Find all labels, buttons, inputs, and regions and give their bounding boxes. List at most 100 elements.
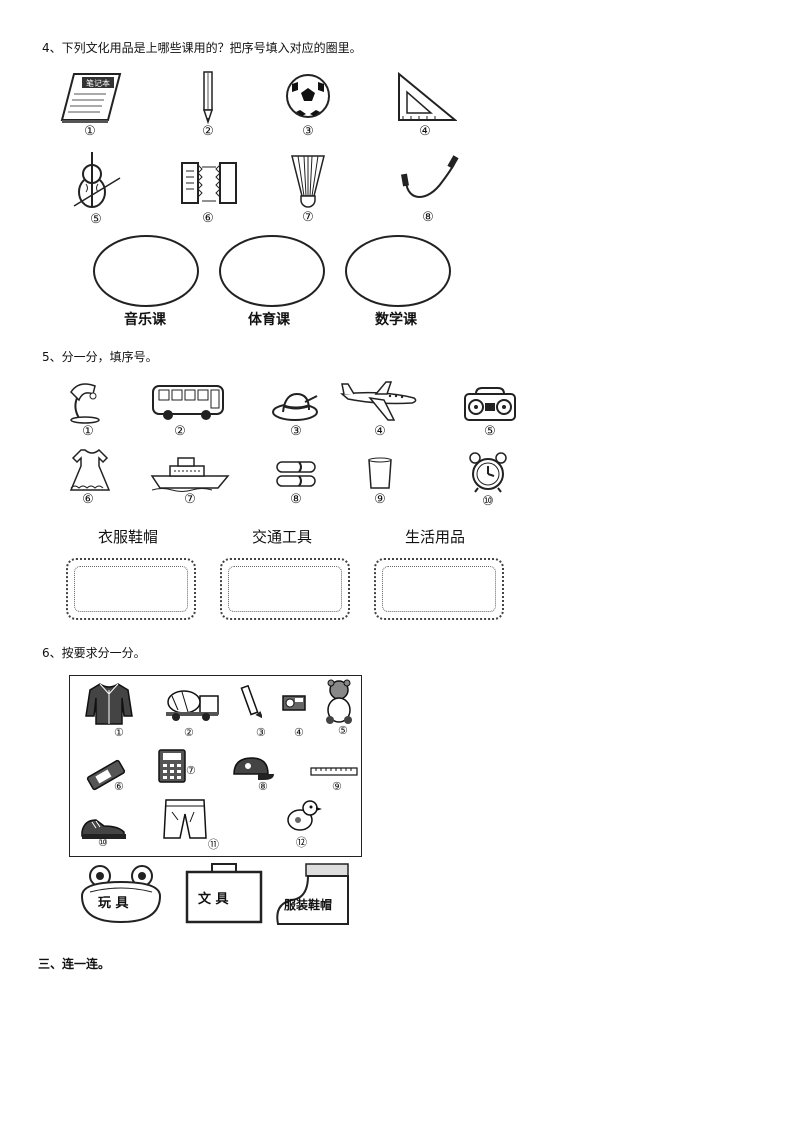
daily-items-answer-box[interactable] — [374, 558, 504, 620]
q4-item-2: ② — [178, 70, 238, 139]
stationery-label: 文 具 — [198, 892, 229, 907]
q4-item-2-number: ② — [202, 124, 214, 139]
transport-answer-box[interactable] — [220, 558, 350, 620]
q6-item-1-number: ① — [114, 726, 124, 739]
q5-item-7-number: ⑦ — [184, 492, 196, 507]
stationery-container[interactable]: 文 具 — [184, 860, 264, 926]
sharpener-icon — [282, 695, 306, 711]
svg-text:笔记本: 笔记本 — [86, 78, 110, 88]
q5-item-1: ① — [58, 378, 118, 439]
q6-item-10-number: ⑩ — [98, 836, 108, 849]
ship-icon — [150, 457, 230, 492]
q6-item-9-number: ⑨ — [332, 780, 342, 793]
q4-item-4-number: ④ — [419, 124, 431, 139]
q5-item-10-number: ⑩ — [482, 494, 494, 509]
q5-item-8-number: ⑧ — [290, 492, 302, 507]
q6-items-box: ① ② ③ ④ ⑤ ⑥ ⑦ ⑧ — [69, 675, 362, 857]
alarm-clock-icon — [469, 452, 507, 493]
q5-item-6: ⑥ — [58, 448, 118, 507]
q5-prompt: 5、分一分，填序号。 — [42, 350, 158, 364]
q4-item-3: ③ — [278, 70, 338, 139]
q4-item-1-number: ① — [84, 124, 96, 139]
q5-item-3: ③ — [266, 384, 326, 439]
cap-icon — [233, 757, 274, 780]
pe-class-label: 体育课 — [248, 312, 290, 328]
q6-item-4-number: ④ — [294, 726, 304, 739]
clothing-category-label: 衣服鞋帽 — [98, 528, 159, 546]
desk-lamp-icon — [70, 383, 100, 424]
q6-item-2-number: ② — [184, 726, 194, 739]
q6-prompt: 6、按要求分一分。 — [42, 646, 146, 660]
daily-items-category-label: 生活用品 — [405, 528, 466, 546]
sneakers-icon — [81, 819, 126, 839]
q4-item-4: ④ — [395, 70, 457, 139]
airplane-icon — [340, 381, 417, 421]
q6-item-6-number: ⑥ — [114, 780, 124, 793]
q4-item-8: ⑧ — [398, 152, 459, 225]
calculator-icon — [158, 749, 186, 783]
shuttlecock-icon — [291, 155, 325, 208]
clothing-answer-box[interactable] — [66, 558, 196, 620]
q4-item-8-number: ⑧ — [422, 210, 434, 225]
set-square-icon — [398, 71, 457, 121]
music-circle[interactable] — [93, 235, 199, 307]
shorts-icon — [163, 799, 207, 839]
q5-item-5: ⑤ — [460, 386, 520, 439]
q6-item-5-number: ⑤ — [338, 724, 348, 737]
clothing-container[interactable]: 服装鞋帽 — [272, 862, 356, 928]
teddy-bear-icon — [326, 679, 352, 724]
frog-icon — [80, 865, 162, 924]
q5-item-3-number: ③ — [290, 424, 302, 439]
q4-item-1: 笔记本 ① — [60, 70, 122, 139]
q5-item-10: ⑩ — [458, 450, 518, 509]
q4-item-6: ⑥ — [178, 155, 238, 226]
q5-item-9: ⑨ — [350, 456, 410, 507]
q4-item-6-number: ⑥ — [202, 211, 214, 226]
pe-circle[interactable] — [219, 235, 325, 307]
q5-item-8: ⑧ — [266, 458, 326, 507]
accordion-icon — [181, 162, 237, 204]
radio-icon — [464, 387, 516, 421]
jump-rope-icon — [401, 155, 459, 198]
q5-item-1-number: ① — [82, 424, 94, 439]
slippers-icon — [276, 461, 316, 487]
pencil-icon — [202, 71, 214, 124]
dress-icon — [69, 448, 111, 491]
cup-icon — [368, 457, 392, 489]
q4-item-5: ⑤ — [66, 150, 126, 227]
math-class-label: 数学课 — [375, 312, 417, 328]
ruler-icon — [310, 767, 358, 776]
q6-item-8-number: ⑧ — [258, 780, 268, 793]
q5-item-9-number: ⑨ — [374, 492, 386, 507]
q4-item-3-number: ③ — [302, 124, 314, 139]
q4-answer-circles — [93, 235, 451, 307]
cement-truck-icon — [166, 690, 219, 721]
notebook-icon: 笔记本 — [60, 73, 122, 123]
q4-item-7: ⑦ — [278, 152, 338, 225]
section-3-heading: 三、连一连。 — [38, 957, 111, 971]
toys-label: 玩 具 — [98, 896, 129, 911]
pen-icon — [240, 684, 262, 719]
q6-item-7-number: ⑦ — [186, 764, 196, 777]
q4-item-5-number: ⑤ — [90, 212, 102, 227]
hat-icon — [272, 392, 318, 421]
math-circle[interactable] — [345, 235, 451, 307]
q4-prompt: 4、下列文化用品是上哪些课用的？把序号填入对应的圈里。 — [42, 41, 362, 55]
boot-icon — [276, 863, 349, 925]
football-icon — [286, 74, 330, 118]
music-class-label: 音乐课 — [124, 312, 166, 328]
q5-item-7: ⑦ — [150, 454, 230, 507]
q5-item-4: ④ — [340, 380, 420, 439]
cello-icon — [73, 152, 121, 208]
q5-item-2: ② — [150, 382, 224, 439]
transport-category-label: 交通工具 — [252, 528, 313, 546]
toys-container[interactable]: 玩 具 — [76, 862, 166, 928]
jacket-icon — [85, 683, 133, 725]
q4-item-7-number: ⑦ — [302, 210, 314, 225]
q6-item-11-number: ⑪ — [208, 838, 219, 851]
briefcase-icon — [185, 863, 263, 924]
toy-bird-icon — [287, 800, 322, 831]
q5-item-5-number: ⑤ — [484, 424, 496, 439]
clothing-label: 服装鞋帽 — [284, 898, 333, 912]
q5-item-6-number: ⑥ — [82, 492, 94, 507]
